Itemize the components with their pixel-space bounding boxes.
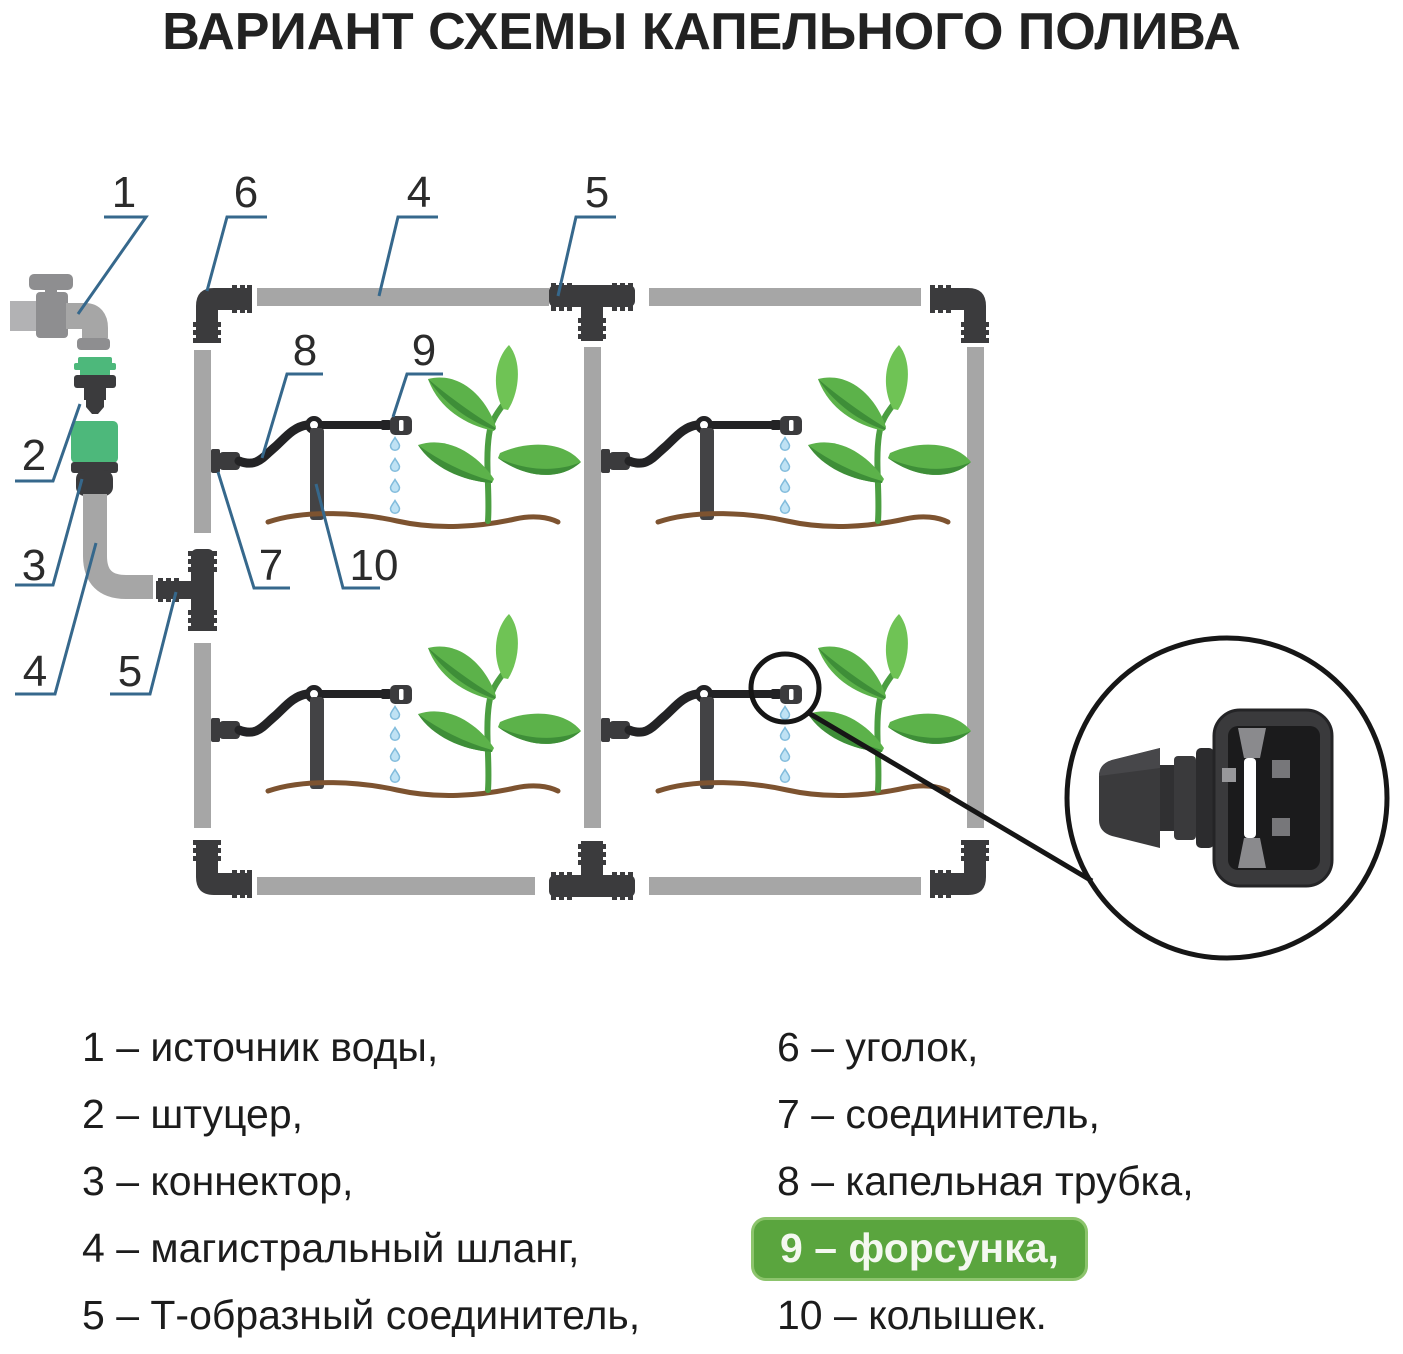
leader-lines — [15, 215, 616, 696]
main-hose-curved — [83, 494, 153, 599]
nozzle-detail — [1099, 708, 1334, 888]
faucet — [10, 274, 110, 350]
callout-7: 7 — [259, 541, 283, 590]
legend-item-8: 8 – капельная трубка, — [777, 1158, 1194, 1204]
legend-item-3: 3 – коннектор, — [82, 1158, 354, 1204]
legend-item-10: 10 – колышек. — [777, 1292, 1047, 1338]
callout-5-top: 5 — [585, 168, 609, 217]
drip-unit-top-left — [211, 345, 581, 527]
magnifier-lens-circle — [1064, 635, 1390, 961]
callout-3: 3 — [22, 541, 46, 590]
nozzle-magnifier — [748, 635, 1390, 961]
drip-unit-top-right — [601, 345, 971, 527]
callout-4-top: 4 — [407, 168, 431, 217]
tee-connector-top — [549, 283, 635, 341]
legend-column-right: 6 – уголок, 7 – соединитель, 8 – капельн… — [751, 1014, 1194, 1349]
faucet-spout — [66, 303, 108, 338]
callout-numbers: 1 6 4 5 8 9 7 10 2 3 4 5 — [22, 168, 609, 696]
legend-item-1: 1 – источник воды, — [82, 1024, 439, 1070]
callout-6: 6 — [234, 168, 258, 217]
elbow-top-left — [193, 285, 252, 343]
callout-1: 1 — [112, 168, 136, 217]
callout-2: 2 — [22, 431, 46, 480]
main-hoses — [194, 288, 984, 895]
magnifier-source-circle — [748, 651, 822, 725]
legend-item-6: 6 – уголок, — [777, 1024, 979, 1070]
legend-item-2: 2 – штуцер, — [82, 1091, 304, 1137]
elbow-bottom-right — [930, 840, 989, 898]
faucet-handle — [29, 274, 73, 290]
tee-connector-bottom — [549, 841, 635, 900]
connector-konnektor — [71, 421, 118, 496]
callout-4-left: 4 — [23, 647, 47, 696]
callout-10: 10 — [350, 541, 399, 590]
callout-5-left: 5 — [118, 647, 142, 696]
drip-unit-bottom-left — [211, 614, 581, 796]
irrigation-diagram: 1 6 4 5 8 9 7 10 2 3 4 5 — [10, 168, 1390, 961]
legend-item-5: 5 – Т-образный соединитель, — [82, 1292, 641, 1338]
fitting-shtutser — [74, 357, 116, 414]
callout-9: 9 — [412, 326, 436, 375]
legend-item-4: 4 – магистральный шланг, — [82, 1225, 580, 1271]
drip-unit-bottom-right — [601, 614, 971, 796]
page-title: ВАРИАНТ СХЕМЫ КАПЕЛЬНОГО ПОЛИВА — [162, 3, 1241, 61]
elbow-top-right — [930, 285, 989, 343]
legend-item-7: 7 – соединитель, — [777, 1091, 1100, 1137]
callout-8: 8 — [293, 326, 317, 375]
legend-item-9: 9 – форсунка, — [751, 1215, 1194, 1282]
legend-column-left: 1 – источник воды, 2 – штуцер, 3 – конне… — [82, 1014, 640, 1349]
elbow-bottom-left — [193, 840, 252, 898]
legend-highlight-badge: 9 – форсунка, — [751, 1216, 1088, 1281]
tee-connector-left — [156, 549, 217, 631]
